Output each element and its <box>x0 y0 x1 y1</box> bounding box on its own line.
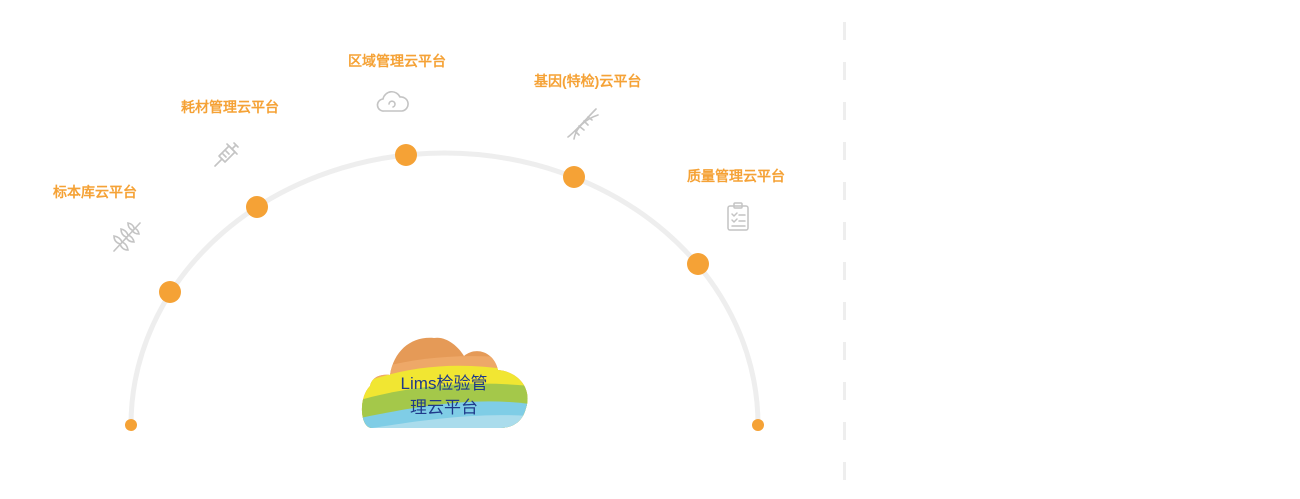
label-consumables-platform[interactable]: 耗材管理云平台 <box>181 99 279 115</box>
node-dot-regional[interactable] <box>395 144 417 166</box>
arc-end-dot-right <box>752 419 764 431</box>
label-gene-platform[interactable]: 基因(特检)云平台 <box>534 73 642 89</box>
dna-icon <box>567 108 599 140</box>
arc-end-dot-left <box>125 419 137 431</box>
node-dot-consumables[interactable] <box>246 196 268 218</box>
center-title-line2: 理云平台 <box>410 398 478 417</box>
center-title-line1: Lims检验管 <box>400 374 488 393</box>
node-dot-gene[interactable] <box>563 166 585 188</box>
label-specimen-platform[interactable]: 标本库云平台 <box>53 184 137 200</box>
cloud-icon <box>376 91 409 112</box>
rainbow-cloud-icon <box>361 337 528 428</box>
label-regional-platform[interactable]: 区域管理云平台 <box>348 53 446 69</box>
node-dot-specimen[interactable] <box>159 281 181 303</box>
syringe-icon <box>214 142 239 167</box>
node-dot-quality[interactable] <box>687 253 709 275</box>
label-quality-platform[interactable]: 质量管理云平台 <box>687 168 785 184</box>
wheat-icon <box>113 222 141 252</box>
vertical-divider <box>843 22 846 492</box>
clipboard-icon <box>727 202 749 231</box>
center-platform-title: Lims检验管 理云平台 <box>372 372 516 420</box>
